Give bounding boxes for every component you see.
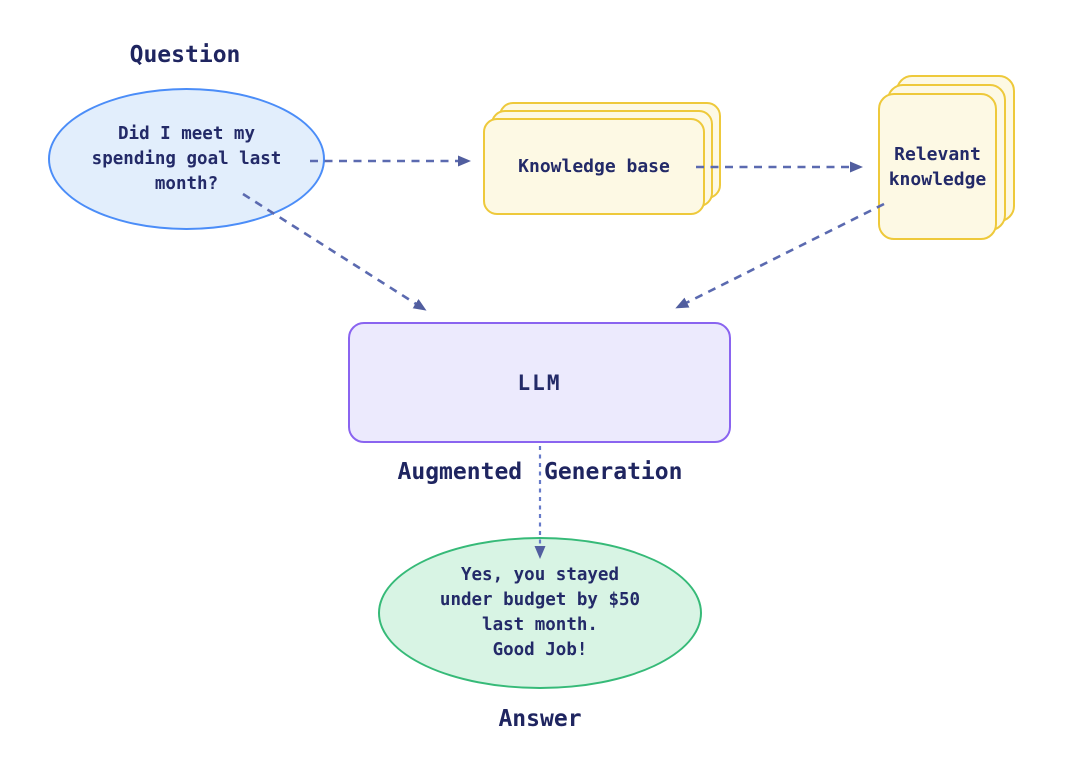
llm-label: LLM	[517, 370, 562, 395]
question-label: Question	[129, 42, 241, 68]
answer-bubble: Yes, you stayed under budget by $50 last…	[378, 537, 702, 689]
relevant-knowledge-card: Relevant knowledge	[878, 93, 997, 240]
augmented-generation-label: Augmented Generation	[397, 459, 683, 485]
relevant-knowledge-label: Relevant knowledge	[888, 143, 987, 190]
arrow-relevant-knowledge-to-llm	[675, 202, 885, 309]
knowledge-base-card: Knowledge base	[483, 118, 705, 215]
answer-label: Answer	[498, 706, 582, 732]
question-bubble-text: Did I meet my spending goal last month?	[91, 123, 282, 194]
question-bubble: Did I meet my spending goal last month?	[48, 88, 325, 230]
llm-box: LLM	[348, 322, 731, 443]
answer-bubble-text: Yes, you stayed under budget by $50 last…	[439, 565, 641, 660]
knowledge-base-label: Knowledge base	[518, 156, 670, 177]
